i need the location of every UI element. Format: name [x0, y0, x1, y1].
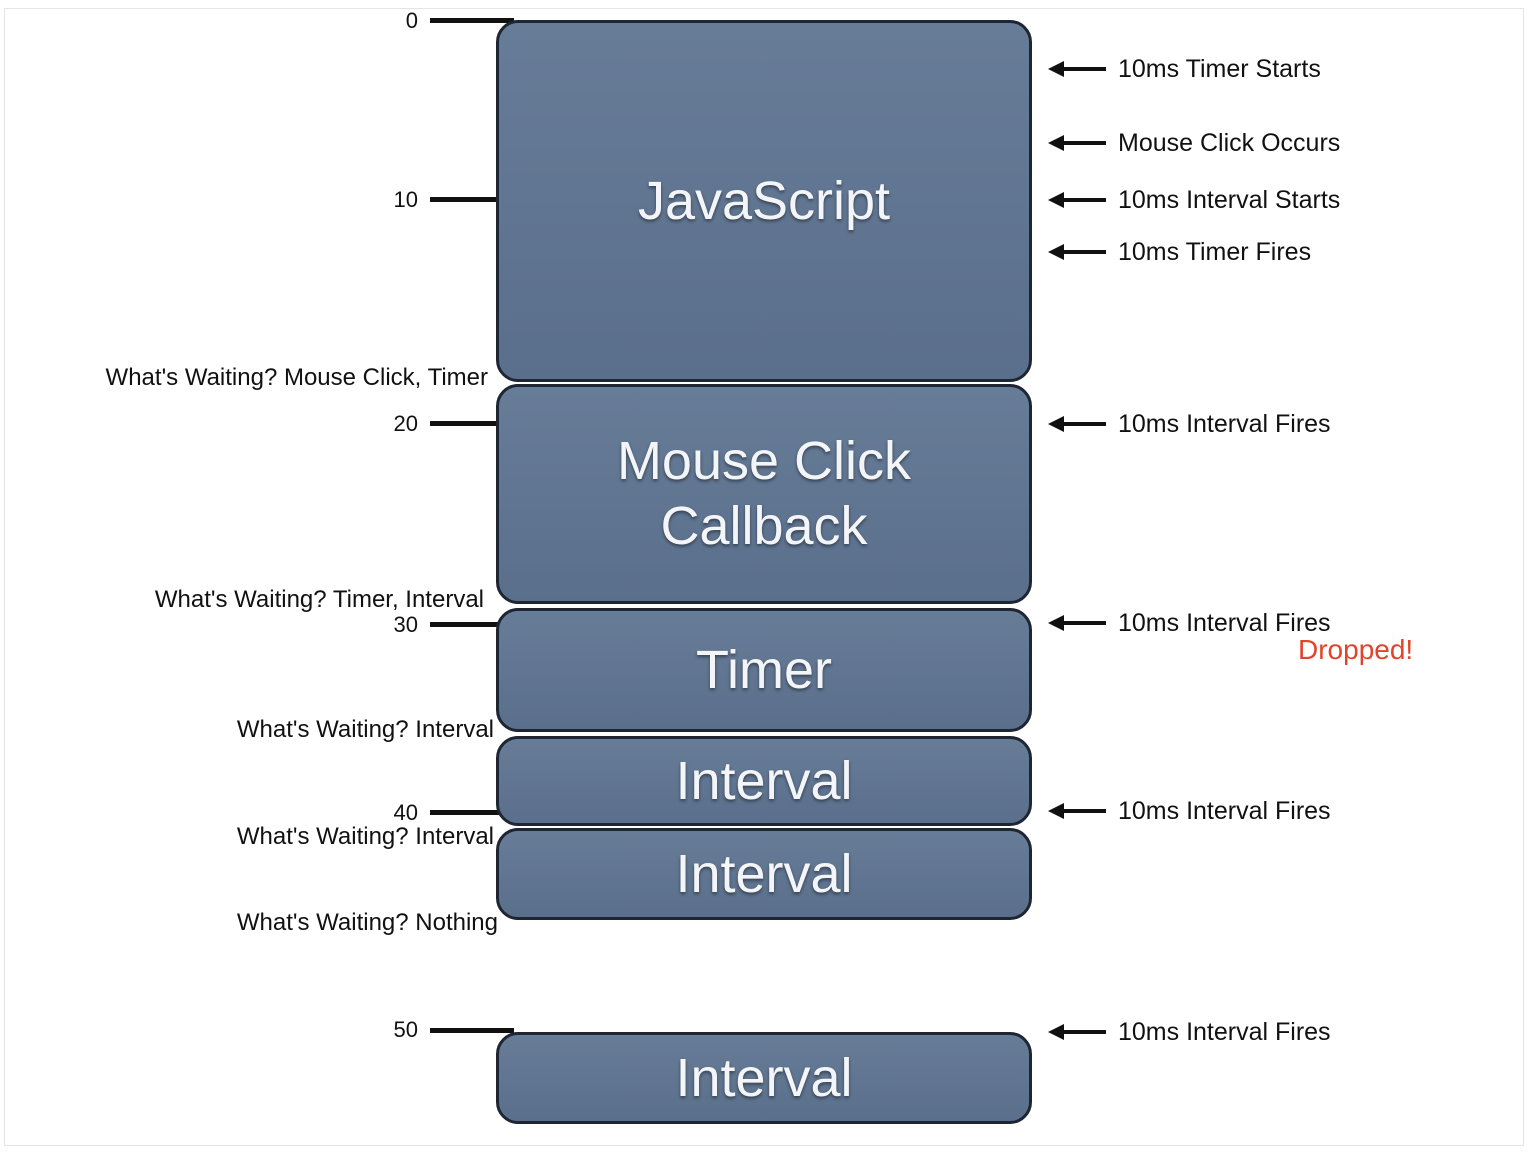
tick-mark-30 — [430, 622, 514, 627]
block-javascript-label: JavaScript — [637, 170, 891, 231]
event-interval-fires-40: 10ms Interval Fires — [1048, 796, 1331, 826]
block-interval-2-label: Interval — [675, 843, 853, 904]
event-interval-fires-20: 10ms Interval Fires — [1048, 409, 1331, 439]
tick-label-20: 20 — [393, 411, 418, 436]
tick-mark-10 — [430, 197, 514, 202]
event-timer-starts: 10ms Timer Starts — [1048, 54, 1321, 84]
event-label: 10ms Interval Fires — [1118, 409, 1331, 438]
left-arrow-icon — [1048, 54, 1106, 84]
event-label: Mouse Click Occurs — [1118, 128, 1341, 157]
left-arrow-icon — [1048, 1017, 1106, 1047]
left-arrow-icon — [1048, 185, 1106, 215]
block-mouse-click-label-line-1: Mouse Click — [616, 431, 912, 492]
waiting-label-5: What's Waiting? Nothing — [236, 909, 498, 936]
tick-label-30: 30 — [393, 612, 418, 637]
waiting-label-1: What's Waiting? Mouse Click, Timer — [105, 364, 488, 391]
block-interval-2: Interval — [496, 828, 1032, 920]
tick-label-10: 10 — [393, 187, 418, 212]
left-arrow-icon — [1048, 128, 1106, 158]
event-label: 10ms Timer Starts — [1118, 54, 1321, 83]
block-timer: Timer — [496, 608, 1032, 732]
tick-mark-40 — [430, 810, 514, 815]
block-mouse-click-label-line-2: Callback — [660, 496, 868, 556]
event-label: 10ms Interval Fires — [1118, 608, 1331, 637]
waiting-label-3: What's Waiting? Interval — [236, 716, 494, 743]
tick-label-0: 0 — [405, 8, 418, 33]
event-label: 10ms Interval Fires — [1118, 796, 1331, 825]
event-label: 10ms Timer Fires — [1118, 237, 1312, 266]
event-interval-fires-30: 10ms Interval Fires — [1048, 608, 1331, 638]
event-interval-starts: 10ms Interval Starts — [1048, 185, 1340, 215]
event-interval-fires-50: 10ms Interval Fires — [1048, 1017, 1331, 1047]
left-arrow-icon — [1048, 796, 1106, 826]
block-interval-1: Interval — [496, 736, 1032, 826]
tick-mark-0 — [430, 18, 514, 23]
block-timer-label: Timer — [696, 639, 832, 700]
dropped-label: Dropped! — [1298, 634, 1414, 665]
waiting-label-4: What's Waiting? Interval — [236, 823, 494, 850]
event-mouse-click-occurs: Mouse Click Occurs — [1048, 128, 1340, 158]
left-arrow-icon — [1048, 409, 1106, 439]
tick-mark-50 — [430, 1028, 514, 1033]
event-timer-fires: 10ms Timer Fires — [1048, 237, 1311, 267]
tick-mark-20 — [430, 421, 514, 426]
block-mouse-click-callback: Mouse Click Callback — [496, 384, 1032, 604]
left-arrow-icon — [1048, 608, 1106, 638]
event-label: 10ms Interval Fires — [1118, 1017, 1331, 1046]
tick-label-50: 50 — [393, 1017, 418, 1042]
block-interval-1-label: Interval — [675, 750, 853, 811]
event-label: 10ms Interval Starts — [1118, 185, 1341, 214]
block-interval-3: Interval — [496, 1032, 1032, 1124]
waiting-label-2: What's Waiting? Timer, Interval — [154, 586, 484, 613]
block-javascript: JavaScript — [496, 20, 1032, 382]
block-interval-3-label: Interval — [675, 1047, 853, 1108]
left-arrow-icon — [1048, 237, 1106, 267]
tick-label-40: 40 — [393, 800, 418, 825]
